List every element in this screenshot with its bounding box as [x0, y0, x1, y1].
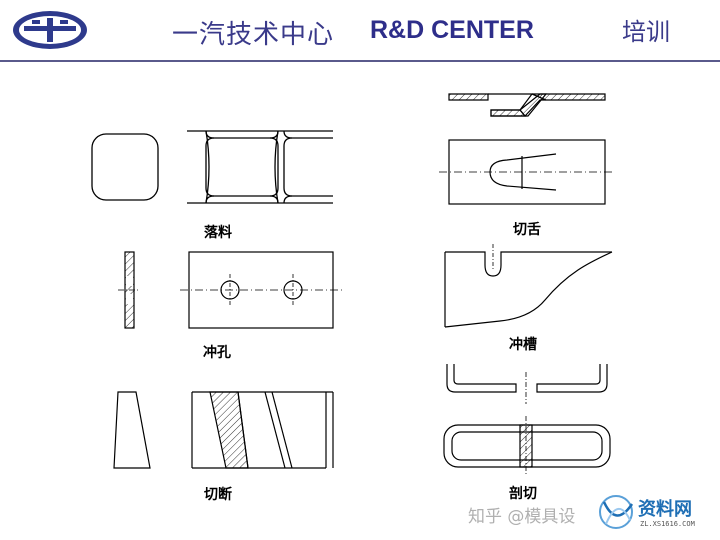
header-title-en: R&D CENTER [370, 16, 534, 44]
parting-figure [443, 364, 611, 476]
caption-parting: 剖切 [509, 486, 537, 502]
caption-tongue-cut: 切舌 [513, 222, 541, 238]
slotting-figure [444, 244, 613, 328]
header-title-cn: 一汽技术中心 [172, 20, 335, 50]
header-divider [0, 60, 720, 62]
site-watermark-name: 资料网 [638, 499, 692, 520]
faw-logo-icon [13, 11, 87, 49]
slide-header: 一汽技术中心 R&D CENTER 培训 [0, 0, 720, 60]
caption-blanking: 落料 [204, 225, 232, 241]
caption-punching: 冲孔 [203, 345, 231, 361]
cutoff-figure [113, 391, 334, 469]
stamping-operations-diagram [91, 93, 615, 476]
site-watermark-url: ZL.XS1616.COM [640, 520, 695, 528]
tongue-cut-figure [439, 93, 615, 205]
blanking-figure [91, 130, 333, 204]
caption-slotting: 冲槽 [509, 337, 537, 353]
zhihu-watermark: 知乎 @模具设 [468, 507, 576, 527]
caption-cutoff: 切断 [204, 487, 232, 503]
header-section-label: 培训 [622, 18, 670, 46]
xs-logo-icon [599, 495, 634, 529]
punching-figure [118, 251, 342, 329]
